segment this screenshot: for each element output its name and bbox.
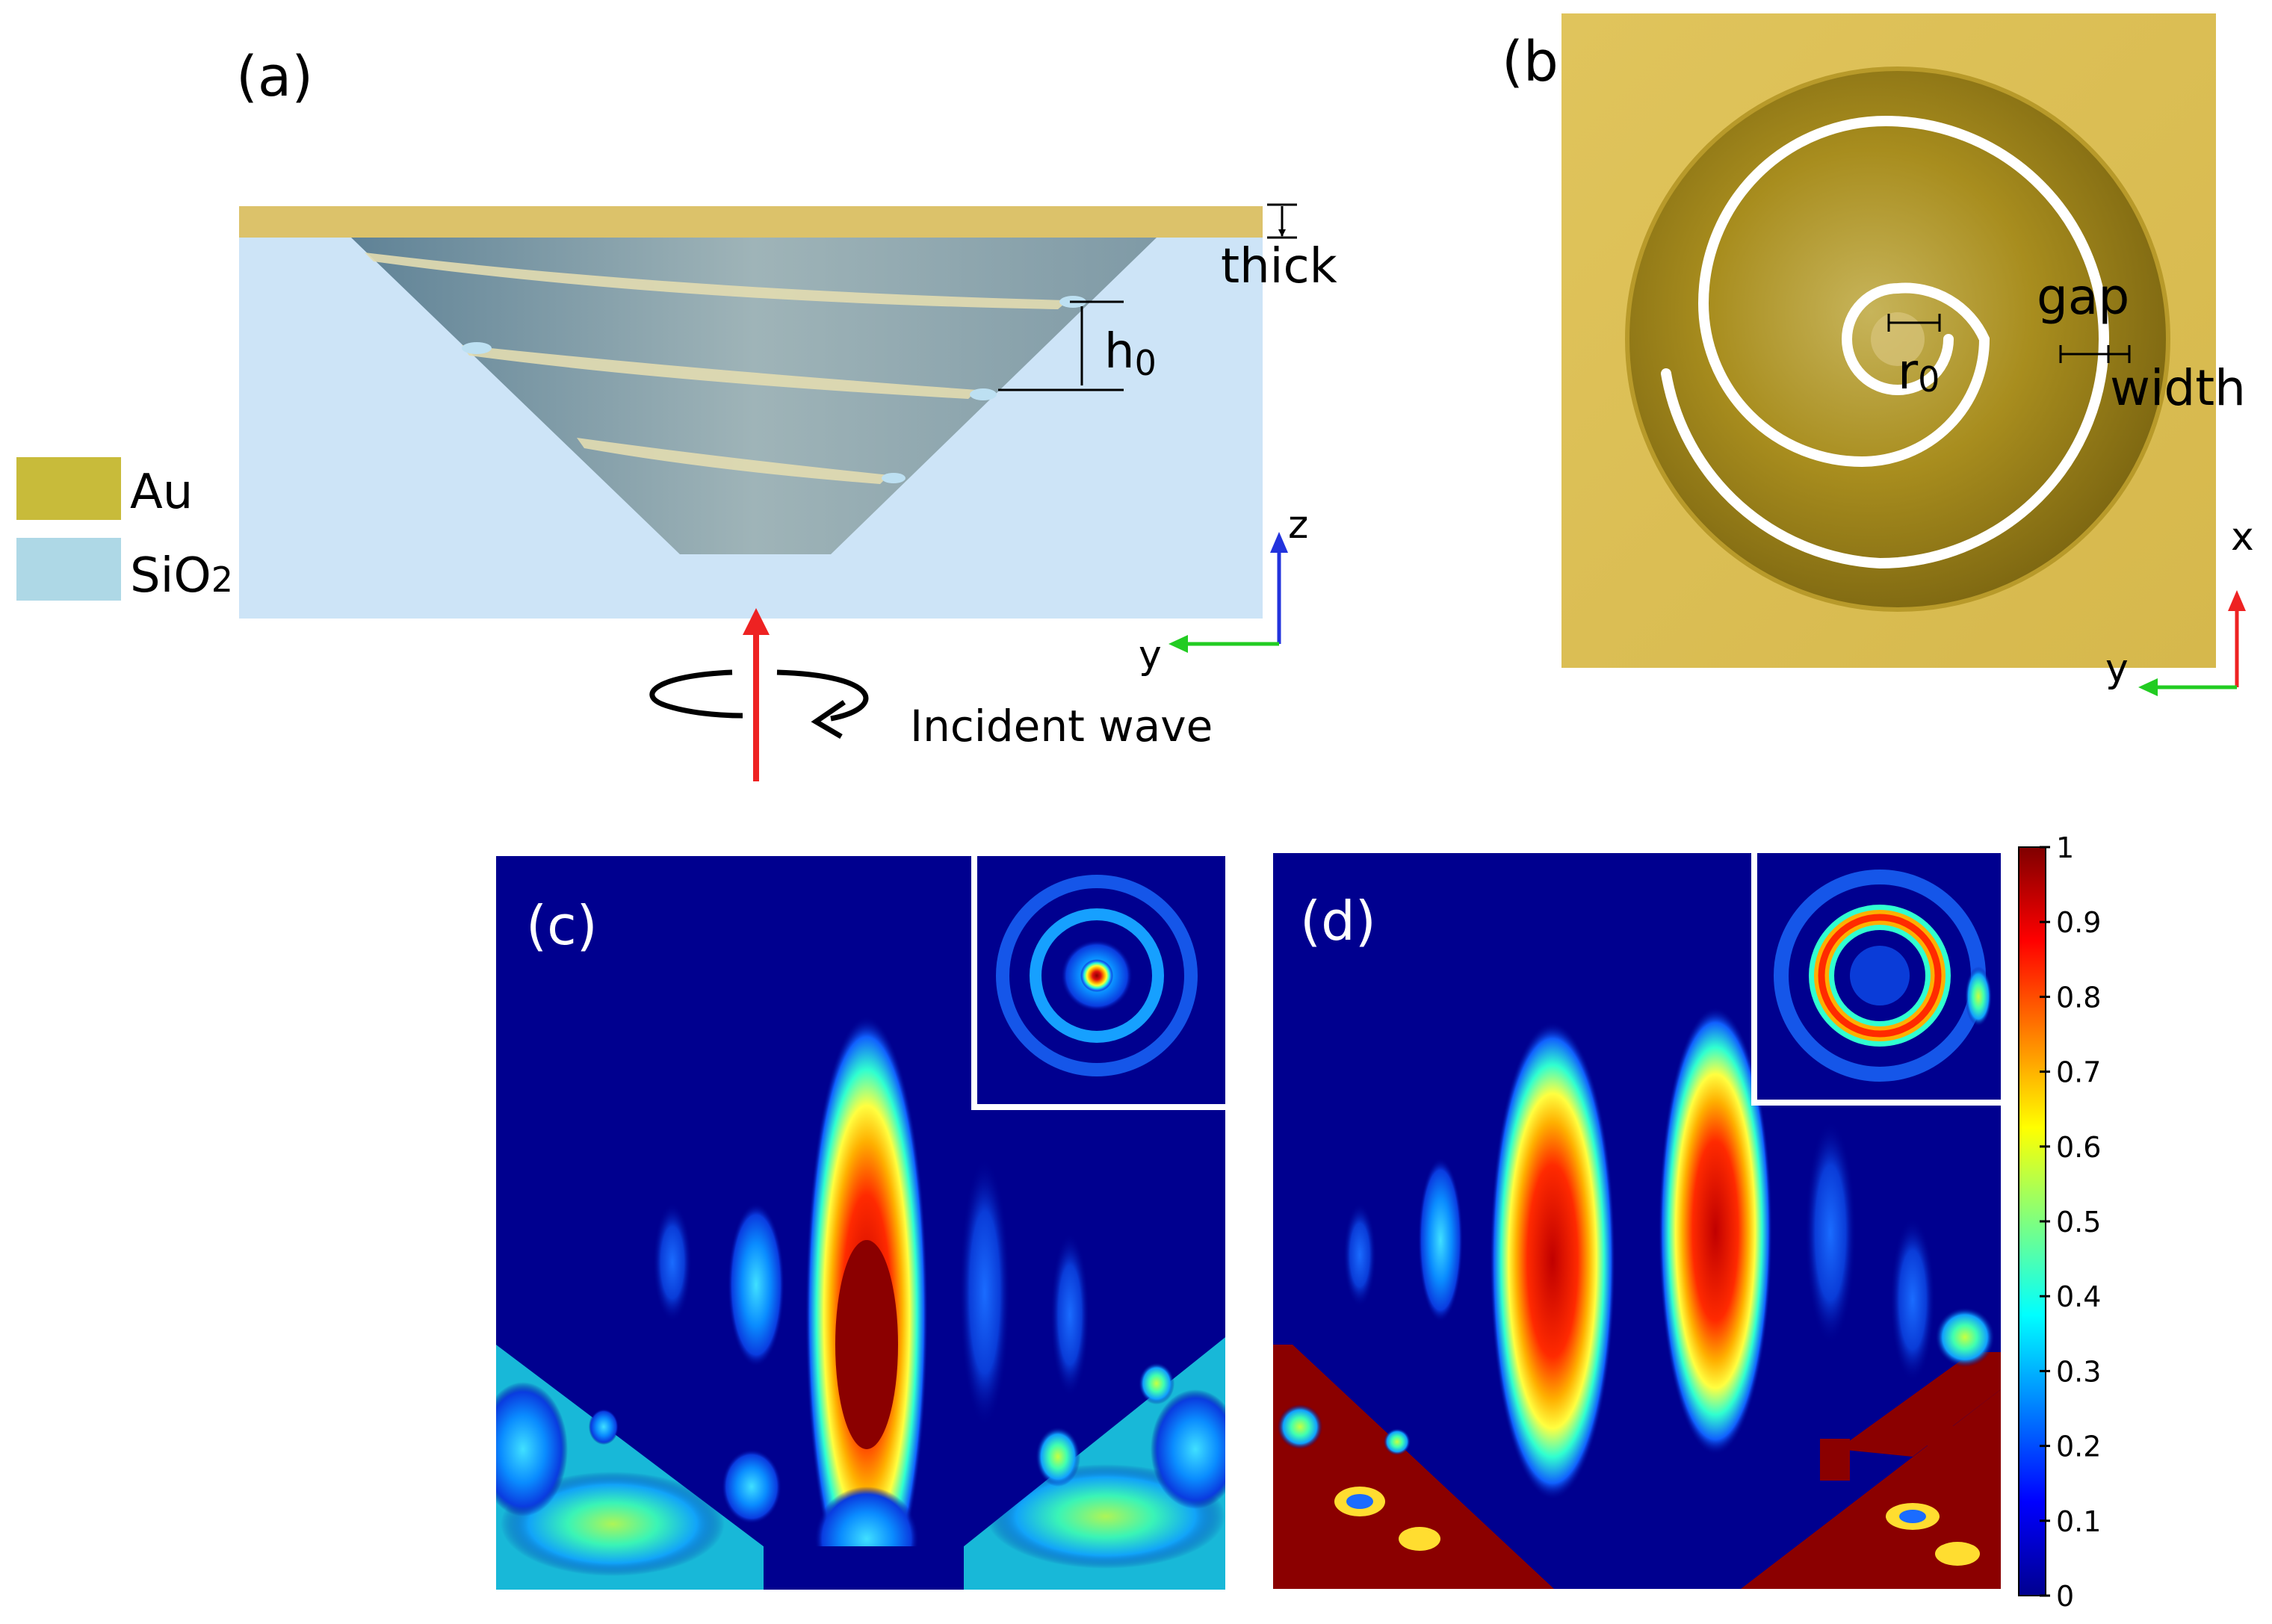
panel-a: (a) thick h0 <box>236 45 1337 781</box>
substrate-field-d-left <box>1273 1345 1554 1589</box>
axis-z-label: z <box>1288 503 1308 548</box>
legend-au-swatch <box>16 457 121 520</box>
thick-label: thick <box>1221 239 1337 294</box>
colorbar: 1 0.9 0.8 0.7 0.6 0.5 0.4 0.3 0.2 0.1 0 <box>2018 831 2101 1613</box>
focal-lobe-right-d <box>1659 1007 1772 1455</box>
inset-c <box>977 856 1225 1104</box>
panel-c: (c) <box>496 856 1225 1590</box>
incident-wave <box>649 608 869 781</box>
h0-label: h0 <box>1104 324 1157 383</box>
colorbar-tick-label: 0.7 <box>2056 1056 2101 1089</box>
gap-width-dimension <box>2059 345 2131 363</box>
h0-dimension <box>998 300 1124 391</box>
axes-xy: x y <box>2105 515 2254 696</box>
legend-au-label: Au <box>130 465 193 520</box>
colorbar-tick-label: 0.8 <box>2056 981 2101 1014</box>
axis-x-label: x <box>2231 515 2254 560</box>
colorbar-tick-label: 0.9 <box>2056 906 2101 939</box>
axes-zy: z y <box>1139 503 1308 678</box>
colorbar-tick-label: 0.3 <box>2056 1355 2101 1388</box>
colorbar-ticks: 1 0.9 0.8 0.7 0.6 0.5 0.4 0.3 0.2 0.1 0 <box>2040 831 2101 1613</box>
width-label: width <box>2110 359 2246 417</box>
helical-cone <box>351 238 1157 554</box>
r0-label: r0 <box>1898 343 1940 400</box>
incident-wave-label: Incident wave <box>910 701 1213 751</box>
panel-d: (d) <box>1273 853 2001 1589</box>
colorbar-tick-label: 0.1 <box>2056 1505 2101 1538</box>
panel-d-label: (d) <box>1300 890 1376 952</box>
panel-b: (b) r0 gap width x y <box>1502 13 2254 696</box>
thick-dimension <box>1267 203 1297 239</box>
axis-y-label-b: y <box>2105 646 2129 691</box>
panel-a-label: (a) <box>236 45 313 109</box>
panel-c-label: (c) <box>526 894 598 957</box>
colorbar-tick-label: 0.6 <box>2056 1131 2101 1164</box>
r0-dimension <box>1887 314 1941 332</box>
colorbar-tick-label: 1 <box>2056 831 2074 864</box>
colorbar-tick-label: 0.5 <box>2056 1206 2101 1239</box>
colorbar-tick-label: 0 <box>2056 1580 2074 1613</box>
colorbar-tick-label: 0.4 <box>2056 1280 2101 1313</box>
legend-sio2-label: SiO2 <box>130 548 233 604</box>
focal-lobe-left-d <box>1490 1022 1615 1500</box>
axis-y-label: y <box>1139 633 1162 678</box>
inset-d <box>1757 853 2001 1101</box>
material-legend: Au SiO2 <box>16 457 233 604</box>
gap-label: gap <box>2037 268 2129 326</box>
legend-sio2-swatch <box>16 538 121 601</box>
rotation-arrow-icon <box>776 669 869 722</box>
spiral-gap <box>1661 115 2110 569</box>
gold-film <box>239 206 1263 238</box>
colorbar-tick-label: 0.2 <box>2056 1431 2101 1463</box>
